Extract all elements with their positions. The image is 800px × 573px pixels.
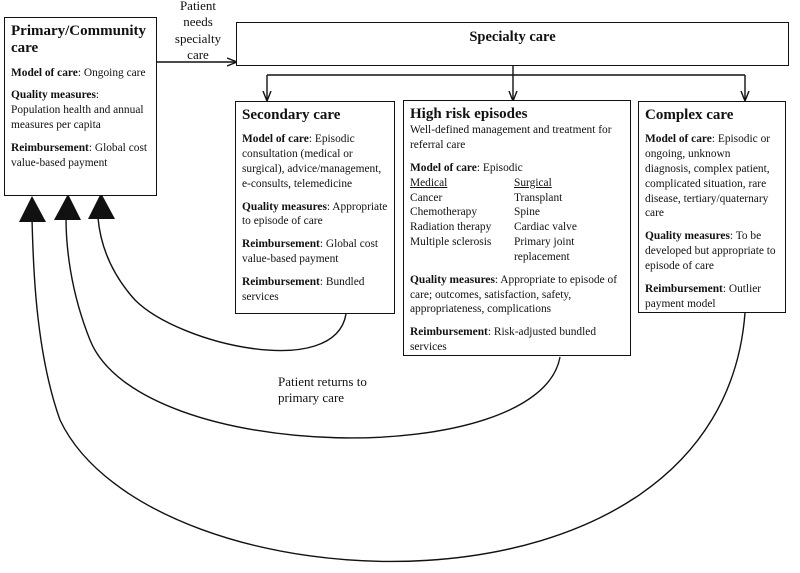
secondary-model: Model of care: Episodic consultation (me… (242, 133, 382, 190)
high-risk-episodes-box: High risk episodes Well-defined manageme… (403, 100, 631, 356)
complex-care-box: Complex care Model of care: Episodic or … (638, 101, 786, 313)
complex-model: Model of care: Episodic or ongoing, unkn… (645, 133, 771, 220)
return-curve-complex (31, 217, 746, 563)
episode-columns: Medical Cancer Chemotherapy Radiation th… (410, 176, 624, 265)
medical-item: Multiple sclerosis (410, 236, 492, 249)
primary-model: Model of care: Ongoing care (11, 66, 146, 79)
complex-reimbursement: Reimbursement: Outlier payment model (645, 282, 762, 310)
surgical-item: Transplant (514, 191, 563, 204)
medical-item: Chemotherapy (410, 206, 478, 219)
surgical-item: Primary joint replacement (514, 236, 575, 263)
secondary-reimbursement: Reimbursement: Global cost value-based p… (242, 238, 379, 266)
return-curve-highrisk (65, 217, 561, 439)
high-risk-reimbursement: Reimbursement: Risk-adjusted bundled ser… (410, 326, 597, 354)
return-arrowhead-3 (88, 193, 115, 219)
returns-to-primary-label: Patient returns to primary care (278, 374, 367, 406)
primary-quality: Quality measures: Population health and … (11, 89, 144, 131)
specialty-care-box: Specialty care (236, 22, 789, 66)
medical-item: Cancer (410, 191, 443, 204)
surgical-item: Spine (514, 206, 540, 219)
secondary-reimbursement-bundled: Reimbursement: Bundled services (242, 275, 365, 303)
primary-care-title: Primary/Community care (11, 23, 146, 57)
return-arrowhead-1 (19, 196, 46, 222)
complex-quality: Quality measures: To be developed but ap… (645, 230, 776, 272)
primary-care-box: Primary/Community care Model of care: On… (4, 17, 157, 196)
needs-specialty-label: Patient needs specialty care (174, 0, 222, 62)
high-risk-model: Model of care: Episodic (410, 161, 523, 174)
return-arrowhead-2 (54, 194, 81, 220)
high-risk-subtitle: Well-defined management and treatment fo… (410, 124, 612, 152)
secondary-care-box: Secondary care Model of care: Episodic c… (235, 101, 395, 314)
high-risk-title: High risk episodes (410, 106, 528, 122)
medical-header: Medical (410, 176, 448, 189)
primary-reimbursement: Reimbursement: Global cost value-based p… (11, 141, 148, 169)
secondary-care-title: Secondary care (242, 107, 341, 123)
surgical-item: Cardiac valve (514, 221, 577, 234)
specialty-care-title: Specialty care (469, 29, 556, 45)
surgical-header: Surgical (514, 176, 552, 189)
secondary-quality: Quality measures: Appropriate to episode… (242, 200, 388, 228)
medical-item: Radiation therapy (410, 221, 492, 234)
high-risk-quality: Quality measures: Appropriate to episode… (410, 273, 618, 316)
return-curve-secondary (97, 217, 347, 352)
complex-care-title: Complex care (645, 107, 734, 123)
